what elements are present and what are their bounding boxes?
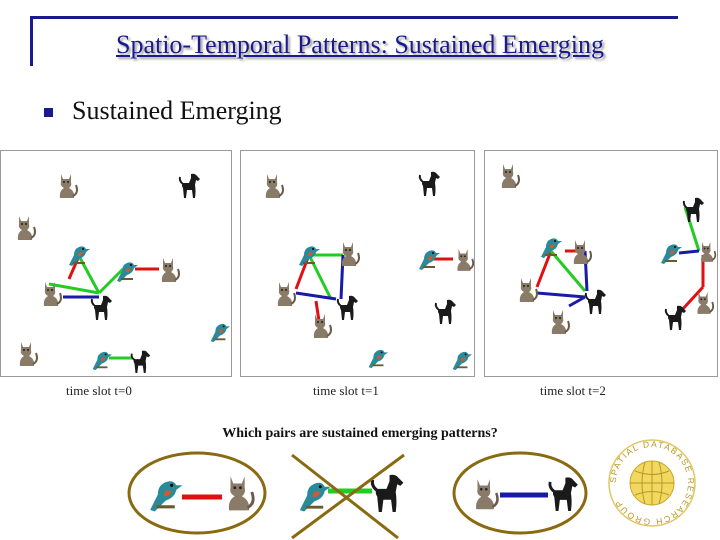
panel-t2 — [484, 150, 718, 377]
dog-icon — [178, 172, 201, 199]
panel-t1-graph — [264, 170, 474, 371]
bird-icon — [451, 350, 473, 371]
slot-label-t0: time slot t=0 — [66, 383, 132, 398]
cat-icon — [550, 309, 570, 335]
edge-blue — [678, 249, 700, 255]
panel-t2-graph — [500, 163, 717, 335]
bird-icon — [367, 348, 389, 369]
edge-green — [549, 250, 587, 292]
edge-red — [535, 250, 553, 288]
bird-icon — [209, 322, 231, 343]
edge-green — [97, 267, 125, 295]
title-frame-left — [30, 16, 33, 66]
bird-icon — [298, 481, 332, 513]
edge-red — [314, 300, 321, 322]
dog-icon — [370, 473, 406, 514]
bird-icon — [68, 245, 91, 267]
panel-t0 — [0, 150, 232, 377]
dog-icon — [418, 170, 441, 197]
cat-icon — [340, 241, 360, 267]
slide-title: Spatio-Temporal Patterns: Sustained Emer… — [115, 30, 604, 59]
cat-icon — [160, 257, 180, 283]
cat-icon — [700, 240, 717, 263]
dog-icon — [90, 294, 113, 321]
title-frame-top — [30, 16, 678, 19]
crossed-out-icon — [291, 453, 399, 540]
answer-ellipse-bird-cat — [127, 451, 267, 535]
bullet-marker — [44, 108, 53, 117]
bird-icon — [540, 237, 563, 259]
cat-icon — [518, 277, 538, 303]
dog-icon — [664, 304, 687, 331]
answer-ellipse-cat-dog — [452, 451, 588, 535]
crossed-out-icon — [291, 453, 405, 540]
dog-icon — [130, 349, 152, 374]
cat-icon — [264, 173, 284, 199]
edge-blue — [295, 291, 337, 301]
slot-label-t2: time slot t=2 — [540, 383, 606, 398]
bird-icon — [91, 350, 113, 371]
edge-green — [48, 282, 100, 295]
edge-green — [307, 254, 333, 300]
dog-icon — [584, 288, 607, 315]
cat-icon — [696, 290, 715, 315]
edge-blue — [536, 291, 586, 299]
bird-icon — [660, 243, 683, 265]
panel-t1 — [240, 150, 475, 377]
bullet-text: Sustained Emerging — [72, 96, 282, 125]
cat-icon — [572, 239, 592, 265]
dog-icon — [548, 475, 580, 513]
cat-icon — [58, 173, 78, 199]
edge-green — [77, 255, 101, 294]
cat-icon — [227, 474, 255, 513]
answer-pairs — [127, 451, 588, 540]
edge-blue — [568, 295, 586, 308]
cat-icon — [276, 281, 296, 307]
bird-icon — [148, 479, 184, 513]
dog-icon — [682, 196, 705, 223]
cat-icon — [456, 247, 474, 272]
cat-icon — [474, 477, 499, 511]
cat-icon — [312, 313, 332, 339]
dog-icon — [336, 294, 359, 321]
slot-label-t1: time slot t=1 — [313, 383, 379, 398]
dog-icon — [434, 298, 457, 325]
edge-red — [679, 285, 705, 313]
cat-icon — [500, 163, 520, 189]
question-text: Which pairs are sustained emerging patte… — [222, 426, 498, 441]
cat-icon — [16, 215, 36, 241]
spatial-database-logo: SPATIAL DATABASE RESEARCH GROUP — [608, 439, 696, 527]
cat-icon — [18, 341, 38, 367]
panel-t0-graph — [16, 172, 231, 374]
